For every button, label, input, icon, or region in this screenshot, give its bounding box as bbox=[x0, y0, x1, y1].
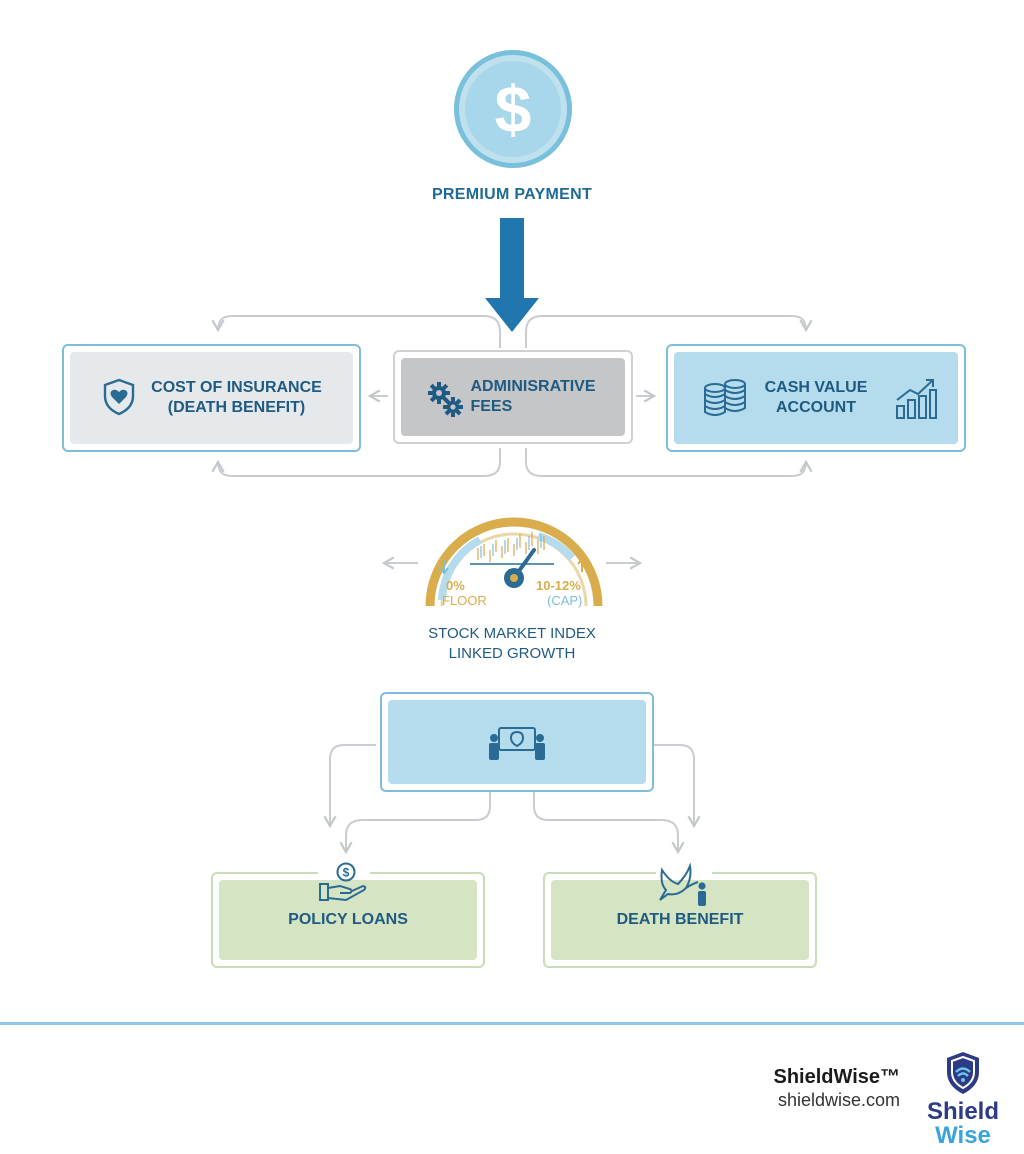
dollar-sign: $ bbox=[494, 72, 532, 146]
hand-dollar-icon: $ bbox=[318, 860, 370, 902]
connector-index-left-outer bbox=[323, 744, 376, 829]
logo-word-shield: Shield bbox=[926, 1098, 999, 1125]
shield-logo-icon bbox=[947, 1052, 979, 1094]
administrative-fees-box: ADMINISRATIVE FEES bbox=[393, 350, 633, 444]
distribution-box bbox=[380, 692, 654, 792]
cost-of-insurance-box: COST OF INSURANCE (DEATH BENEFIT) bbox=[62, 344, 361, 452]
policy-loans-label: POLICY LOANS bbox=[288, 911, 408, 928]
stock-market-index-label: STOCK MARKET INDEX LINKED GROWTH bbox=[428, 625, 596, 662]
dollar-circle-icon: $ bbox=[454, 50, 572, 168]
gears-icon bbox=[428, 382, 463, 417]
svg-text:$: $ bbox=[343, 866, 350, 880]
death-benefit-label: DEATH BENEFIT bbox=[616, 911, 744, 928]
cost-of-insurance-label: COST OF INSURANCE (DEATH BENEFIT) bbox=[151, 379, 322, 416]
floor-value: 0% bbox=[446, 578, 465, 593]
connector-top-right bbox=[525, 315, 813, 348]
cash-value-account-box: CASH VALUE ACCOUNT bbox=[666, 344, 966, 452]
premium-payment-label: PREMIUM PAYMENT bbox=[431, 186, 593, 203]
logo-word-wise: Wise bbox=[935, 1122, 991, 1149]
brand-url[interactable]: shieldwise.com bbox=[777, 1090, 900, 1110]
footer-divider bbox=[0, 1022, 1024, 1025]
cash-value-label: CASH VALUE ACCOUNT bbox=[764, 379, 868, 416]
dove-person-icon bbox=[656, 862, 712, 906]
growth-chart-icon bbox=[896, 379, 937, 419]
administrative-fees-label: ADMINISRATIVE FEES bbox=[470, 378, 596, 415]
death-benefit-box: DEATH BENEFIT bbox=[543, 872, 817, 968]
shieldwise-logo: Shield Wise bbox=[918, 1048, 1008, 1154]
cap-label: (CAP) bbox=[547, 593, 583, 608]
connector-index-right-outer bbox=[654, 744, 701, 829]
gauge-icon bbox=[425, 517, 603, 607]
premium-down-arrow bbox=[485, 218, 539, 332]
connector-top-left bbox=[211, 315, 501, 348]
connector-index-left-inner bbox=[339, 792, 491, 855]
connector-index-right-inner bbox=[533, 792, 685, 855]
cap-value: 10-12% bbox=[536, 578, 581, 593]
coin-stack-icon bbox=[704, 379, 746, 416]
brand-name: ShieldWise™ bbox=[773, 1066, 900, 1088]
heart-shield-icon bbox=[103, 378, 135, 416]
people-exchange-icon bbox=[489, 727, 545, 760]
connector-bottom-right bbox=[525, 448, 813, 477]
connector-bottom-left bbox=[211, 448, 501, 477]
floor-label: FLOOR bbox=[442, 593, 487, 608]
